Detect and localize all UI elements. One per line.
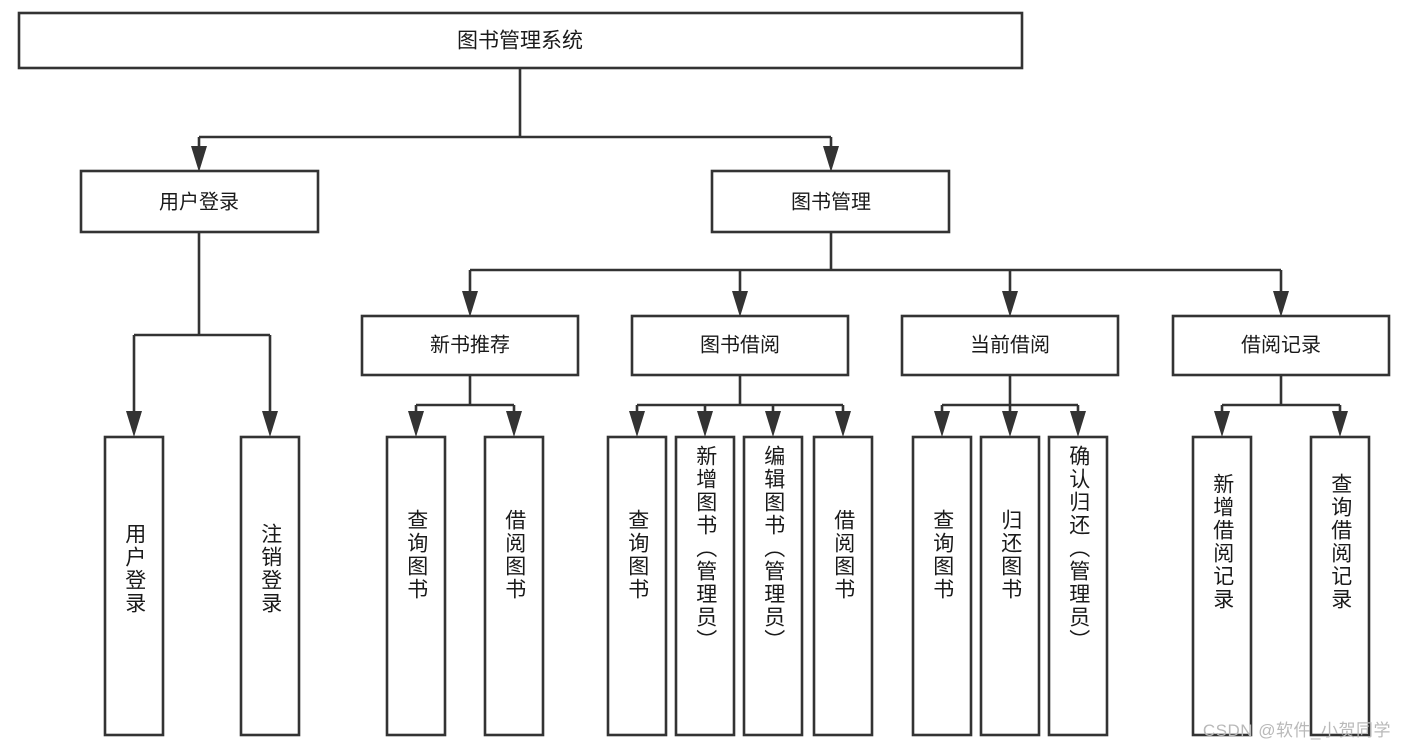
node-new-book-recommend-box[interactable] [360,314,580,377]
arrow-root-to-userlogin [191,146,207,172]
arrow-to-newbook [462,291,478,317]
arrow-borrowrecord-leaf2 [1332,411,1348,437]
leaf-box-book-borrow-4[interactable] [812,435,874,737]
node-current-borrow-label: 当前借阅 [970,333,1050,356]
leaf-box-new-book-2[interactable] [483,435,545,737]
leaf-box-borrow-record-1[interactable] [1191,435,1253,737]
arrow-currentborrow-leaf2 [1002,411,1018,437]
leaf-box-user-login-2[interactable] [239,435,301,737]
node-book-borrow-label: 图书借阅 [700,333,780,356]
arrow-bookborrow-leaf1 [629,411,645,437]
leaf-box-book-borrow-1[interactable] [606,435,668,737]
arrow-to-bookborrow [732,291,748,317]
node-user-login-label: 用户登录 [159,190,239,213]
arrow-root-to-bookmgmt [823,146,839,172]
arrow-bookborrow-leaf4 [835,411,851,437]
leaf-box-borrow-record-2[interactable] [1309,435,1371,737]
leaf-box-book-borrow-3[interactable] [742,435,804,737]
arrow-currentborrow-leaf1 [934,411,950,437]
node-new-book-recommend[interactable]: 新书推荐 [360,314,580,377]
connector-group-borrowrecord [1214,375,1348,437]
node-root-system-box[interactable] [17,11,1024,70]
node-root-system-label: 图书管理系统 [457,30,583,53]
node-borrow-record[interactable]: 借阅记录 [1171,314,1391,377]
node-new-book-recommend-label: 新书推荐 [430,333,510,356]
node-user-login-box[interactable] [79,169,320,234]
arrow-bookborrow-leaf3 [765,411,781,437]
connector-group-bookborrow [629,375,851,437]
leaf-box-current-borrow-2[interactable] [979,435,1041,737]
node-root-system[interactable]: 图书管理系统 [17,11,1024,70]
arrow-userlogin-leaf1 [126,411,142,437]
arrow-to-borrowrecord [1273,291,1289,317]
leaf-box-book-borrow-2[interactable] [674,435,736,737]
node-borrow-record-box[interactable] [1171,314,1391,377]
connector-group-userlogin [126,232,278,437]
connector-group-currentborrow [934,375,1086,437]
arrow-userlogin-leaf2 [262,411,278,437]
node-current-borrow[interactable]: 当前借阅 [900,314,1120,377]
arrow-bookborrow-leaf2 [697,411,713,437]
leaf-box-current-borrow-1[interactable] [911,435,973,737]
connector-group-bookmgmt [462,232,1289,317]
arrow-newbook-leaf1 [408,411,424,437]
leaf-box-new-book-1[interactable] [385,435,447,737]
node-book-management-label: 图书管理 [791,190,871,213]
node-book-management-box[interactable] [710,169,951,234]
node-user-login[interactable]: 用户登录 [79,169,320,234]
arrow-borrowrecord-leaf1 [1214,411,1230,437]
node-book-borrow-box[interactable] [630,314,850,377]
node-borrow-record-label: 借阅记录 [1241,333,1321,356]
leaf-box-user-login-1[interactable] [103,435,165,737]
node-current-borrow-box[interactable] [900,314,1120,377]
connector-group-newbook [408,375,522,437]
arrow-currentborrow-leaf3 [1070,411,1086,437]
node-book-borrow[interactable]: 图书借阅 [630,314,850,377]
arrow-newbook-leaf2 [506,411,522,437]
leaf-box-current-borrow-3[interactable] [1047,435,1109,737]
arrow-to-currentborrow [1002,291,1018,317]
connector-group-root [191,68,839,172]
node-book-management[interactable]: 图书管理 [710,169,951,234]
